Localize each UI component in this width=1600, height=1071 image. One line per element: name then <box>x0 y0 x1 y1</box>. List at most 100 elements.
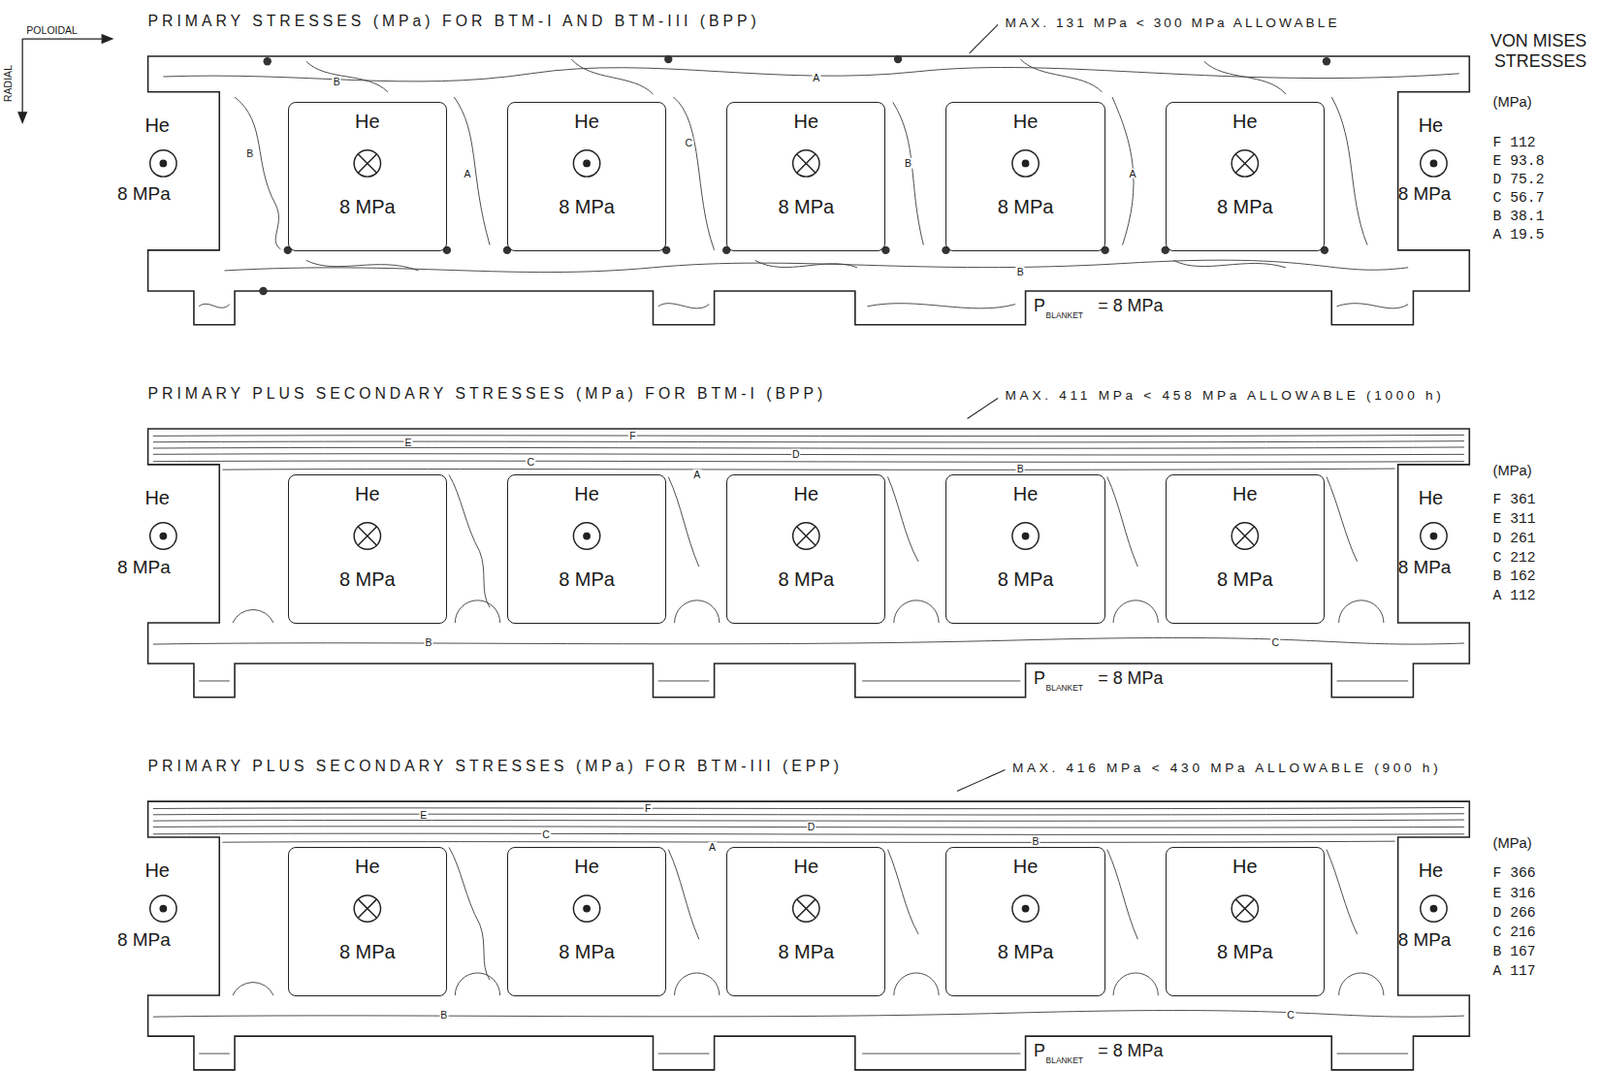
channel-label: He <box>1418 486 1444 510</box>
channel-label: He <box>144 114 170 137</box>
pressure-label: 8 MPa <box>117 556 171 578</box>
contour-letter: A <box>707 841 717 853</box>
contour-line <box>198 303 1408 309</box>
channel-label: He <box>1232 855 1258 877</box>
legend-entry: C 212 <box>1493 550 1536 566</box>
contour-letter: D <box>806 821 817 832</box>
contour-line <box>153 434 1465 681</box>
contour-letter: A <box>462 168 472 180</box>
channel-label: 8 MPa <box>339 568 396 590</box>
unit-label: (MPa) <box>1493 462 1533 480</box>
legend-entry: B 162 <box>1493 569 1536 584</box>
coolant-channel: He8 MPa <box>726 101 886 252</box>
contour-line <box>148 800 1471 1070</box>
panel-title: PRIMARY PLUS SECONDARY STRESSES (MPa) FO… <box>148 757 843 775</box>
contour-line <box>150 522 1447 549</box>
channel-label: He <box>794 482 820 505</box>
pressure-note: P <box>1033 295 1046 317</box>
panel-epp <box>148 769 1471 1070</box>
contour-letter: B <box>245 148 255 160</box>
contour-letter: B <box>1016 266 1025 278</box>
contour-line <box>258 55 1331 295</box>
contour-line <box>22 38 24 113</box>
contour-letter: B <box>332 76 342 88</box>
coolant-channel: He 8 MPa <box>288 474 448 624</box>
contour-line <box>662 246 671 255</box>
axis-label: RADIAL <box>1 64 14 102</box>
contour-line <box>1322 57 1331 65</box>
legend-entry: E 316 <box>1493 886 1536 901</box>
pressure-subscript: BLANKET <box>1046 683 1084 694</box>
legend-entry: D 75.2 <box>1493 172 1545 188</box>
channel-label: 8 MPa <box>1216 195 1274 218</box>
channel-label: He <box>1418 114 1444 137</box>
pressure-note: = 8 MPa <box>1097 295 1163 317</box>
panel-title: PRIMARY PLUS SECONDARY STRESSES (MPa) FO… <box>148 384 828 403</box>
legend-entry: A 112 <box>1493 588 1536 604</box>
channel-label: 8 MPa <box>777 568 834 590</box>
contour-line <box>453 96 490 246</box>
channel-label: He <box>354 482 381 505</box>
contour-line <box>306 259 1286 271</box>
channel-label: 8 MPa <box>997 940 1055 962</box>
channel-label: He <box>574 110 600 132</box>
contour-letter: F <box>628 430 637 442</box>
contour-line <box>153 806 1465 1054</box>
channel-label: He <box>1013 110 1039 132</box>
contour-line <box>262 57 271 65</box>
channel-label: He <box>574 855 600 877</box>
pressure-note: P <box>1033 668 1046 689</box>
coolant-channel: He8 MPa <box>507 846 667 996</box>
contour-letter: A <box>811 72 821 84</box>
contour-line <box>18 112 27 124</box>
panel-title: PRIMARY STRESSES (MPa) FOR BTM-I AND BTM… <box>148 12 761 31</box>
channel-label: He <box>144 486 170 510</box>
contour-letter: B <box>903 158 913 169</box>
contour-letter: E <box>403 436 413 448</box>
channel-label: 8 MPa <box>558 195 615 218</box>
contour-letter: A <box>1128 168 1138 180</box>
contour-line <box>1320 246 1329 255</box>
legend-entry: B 38.1 <box>1493 209 1545 224</box>
channel-label: 8 MPa <box>1216 940 1274 962</box>
coolant-channel: He 8 MPa <box>507 101 667 252</box>
channel-label: 8 MPa <box>558 568 615 590</box>
contour-line <box>148 56 1471 325</box>
pressure-subscript: BLANKET <box>1046 1056 1084 1066</box>
pressure-label: 8 MPa <box>117 928 171 951</box>
axis-label: POLOIDAL <box>26 24 78 36</box>
contour-line <box>893 101 925 245</box>
coolant-channel: He8 MPa <box>288 846 448 996</box>
legend-entry: A 19.5 <box>1493 227 1545 243</box>
coolant-channel: He 8 MPa <box>1165 846 1325 996</box>
pressure-label: 8 MPa <box>1398 928 1452 951</box>
unit-label: (MPa) <box>1493 94 1533 111</box>
legend-entry: F 361 <box>1493 492 1536 508</box>
pressure-subscript: BLANKET <box>1046 311 1084 321</box>
channel-label: He <box>1232 110 1258 132</box>
pressure-label: 8 MPa <box>1398 556 1452 578</box>
pressure-label: 8 MPa <box>117 183 171 205</box>
contour-letter: C <box>1271 637 1281 648</box>
legend-entry: F 366 <box>1493 865 1536 881</box>
max-note: MAX. 416 MPa < 430 MPa ALLOWABLE (900 h) <box>1012 760 1442 776</box>
contour-line <box>881 246 890 255</box>
contour-letter: E <box>418 808 428 820</box>
channel-label: He <box>1418 859 1444 882</box>
contour-line <box>150 895 1447 922</box>
contour-line <box>224 259 1409 272</box>
coolant-channel: He8 MPa <box>288 101 448 252</box>
channel-label: He <box>794 110 820 132</box>
channel-label: 8 MPa <box>339 195 396 218</box>
channel-label: He <box>1232 482 1258 505</box>
contour-letter: C <box>1285 1009 1296 1021</box>
pressure-note: = 8 MPa <box>1097 1040 1163 1061</box>
legend-entry: E 311 <box>1493 512 1536 527</box>
contour-letter: D <box>791 448 801 460</box>
pressure-label: 8 MPa <box>1398 183 1452 205</box>
contour-line <box>967 397 999 418</box>
contour-line <box>306 59 1286 95</box>
coolant-channel: He8 MPa <box>945 846 1105 996</box>
coolant-channel: He8 MPa <box>945 101 1105 252</box>
contour-line <box>957 769 1005 792</box>
